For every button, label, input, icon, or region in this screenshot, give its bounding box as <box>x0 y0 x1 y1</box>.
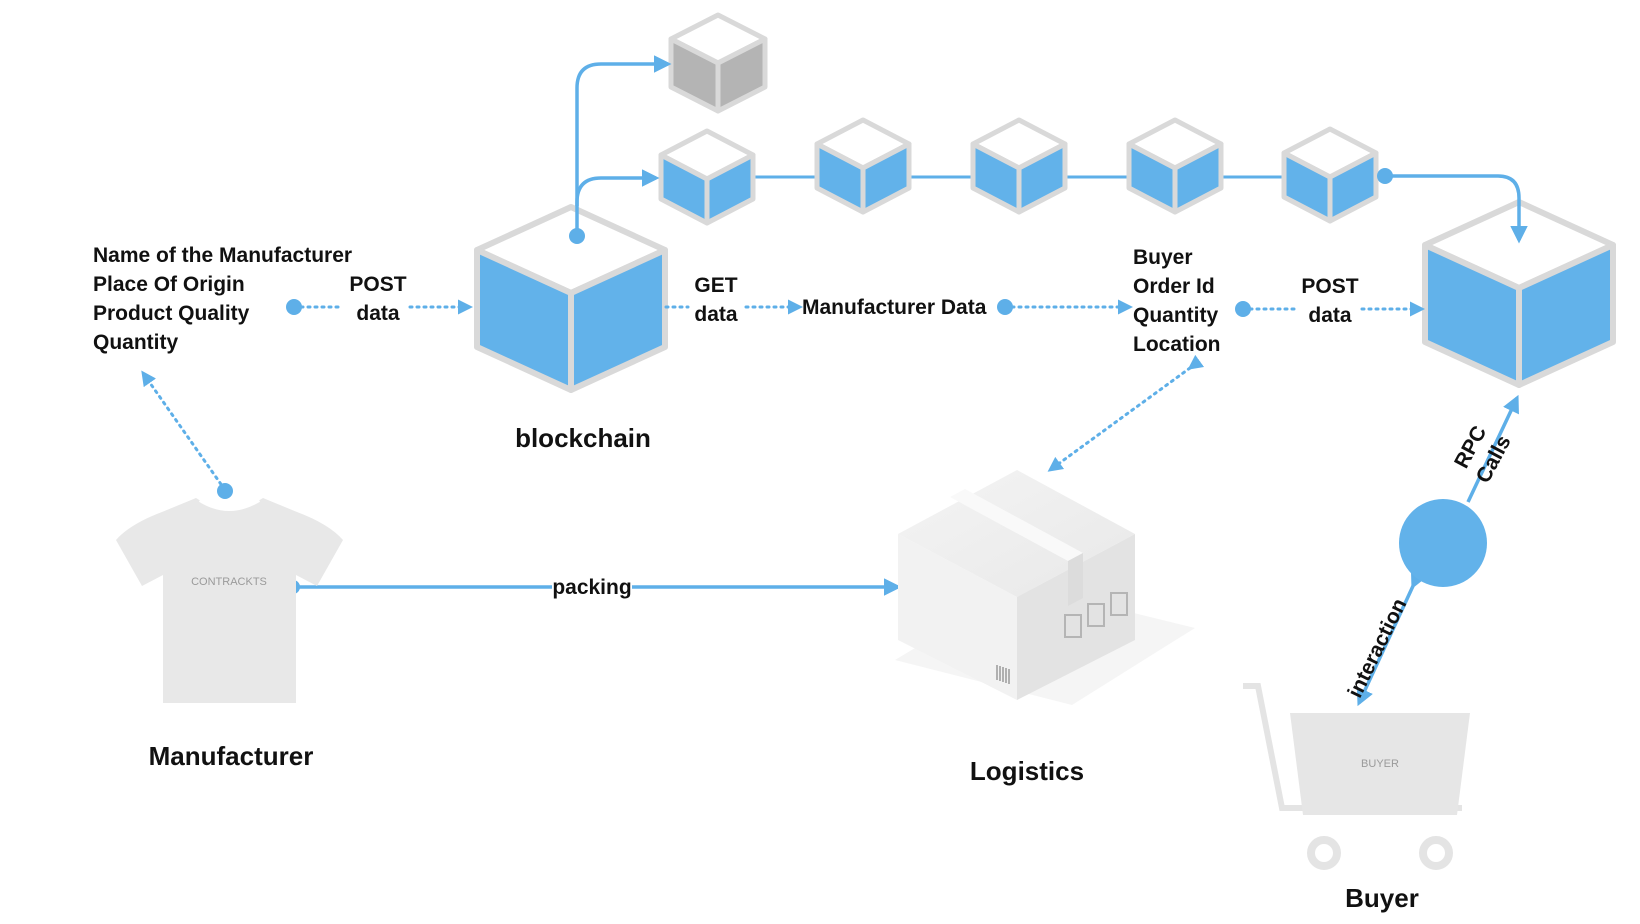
interaction-label: interaction <box>1344 595 1412 702</box>
rpc-label: RPC Calls <box>1450 422 1515 487</box>
manufacturer-data-dot <box>997 299 1013 315</box>
post-origin-dot-1 <box>286 299 302 315</box>
buyer-fields: Buyer Order Id Quantity Location <box>1133 246 1221 356</box>
product-field: Product Quality <box>93 302 250 325</box>
logistics-link-arrow <box>1047 354 1205 472</box>
chain-block-cube <box>970 117 1068 215</box>
get-label-line1: GET <box>694 274 737 297</box>
get-label-line2: data <box>694 303 738 326</box>
buyer-field: Quantity <box>1133 304 1218 327</box>
interaction-arrow <box>1356 569 1427 707</box>
packing-label: packing <box>552 576 631 599</box>
post-label-2-line1: POST <box>1301 275 1358 298</box>
product-link-arrow <box>141 370 227 492</box>
buyer-node-cube <box>1422 199 1616 388</box>
product-field: Quantity <box>93 331 178 354</box>
package-box-icon <box>895 470 1195 705</box>
orphan-block-cube <box>668 12 768 114</box>
fork-origin-dot <box>569 228 585 244</box>
cart-brand-text: BUYER <box>1361 758 1399 770</box>
buyer-field: Buyer <box>1133 246 1193 269</box>
logistics-title: Logistics <box>970 756 1084 786</box>
chain-end-dot <box>1377 168 1393 184</box>
manufacturer-data-label: Manufacturer Data <box>802 296 987 319</box>
product-fields: Name of the Manufacturer Place Of Origin… <box>93 244 352 354</box>
manufacturer-title: Manufacturer <box>149 741 314 771</box>
buyer-field: Order Id <box>1133 275 1215 298</box>
post-origin-dot-2 <box>1235 301 1251 317</box>
chain-end-connector <box>1385 174 1528 244</box>
post-label-1-line1: POST <box>349 273 406 296</box>
fork-connector <box>575 55 672 236</box>
post-label-2-line2: data <box>1308 304 1352 327</box>
product-field: Place Of Origin <box>93 273 245 296</box>
tshirt-icon: CONTRACKTS <box>116 498 343 703</box>
rpc-arrow <box>1466 394 1519 503</box>
shirt-brand-text: CONTRACKTS <box>191 576 267 588</box>
buyer-title: Buyer <box>1345 883 1419 913</box>
shopping-cart-icon: BUYER <box>1243 683 1470 870</box>
chain-block-cube <box>814 117 912 215</box>
buyer-field: Location <box>1133 333 1221 356</box>
post-label-1-line2: data <box>356 302 400 325</box>
shirt-link-dot <box>217 483 233 499</box>
chain-connector <box>575 169 660 206</box>
blockchain-title: blockchain <box>515 423 651 453</box>
product-field: Name of the Manufacturer <box>93 244 352 267</box>
chain-block-cube <box>658 128 756 226</box>
interaction-label-group: interaction <box>1344 595 1412 702</box>
circle-node-icon <box>1399 499 1487 587</box>
chain-block-cube <box>1126 117 1224 215</box>
chain-block-cube <box>1281 126 1379 224</box>
